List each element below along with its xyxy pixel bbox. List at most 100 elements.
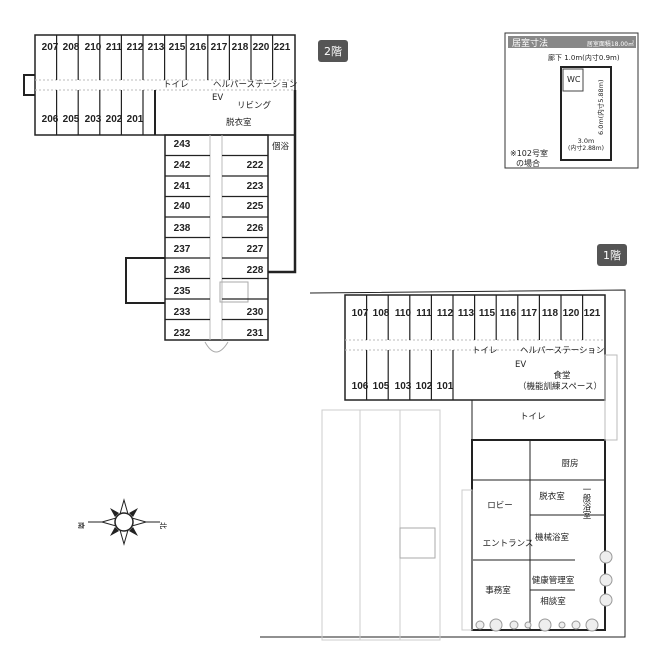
trees [55, 35, 613, 632]
room-numbers: 207 208 210 211 212 213 215 216 217 218 220 221 206 2… [42, 42, 601, 392]
f2-room-211: 211 [106, 42, 123, 53]
f1-dining-label: 食堂 [553, 370, 570, 381]
f1-room-121: 121 [584, 308, 601, 319]
f2-room-231: 231 [247, 328, 264, 339]
floor1-plan [260, 289, 626, 641]
f2-room-240: 240 [174, 201, 191, 212]
f2-room-215: 215 [169, 42, 186, 53]
f2-room-218: 218 [232, 42, 249, 53]
f2-room-221: 221 [274, 42, 291, 53]
f1-room-105: 105 [373, 381, 390, 392]
f2-living-label: リビング [237, 100, 272, 111]
f1-machine-bath-label: 機械浴室 [535, 532, 570, 543]
f2-room-222: 222 [247, 160, 264, 171]
f2-room-232: 232 [174, 328, 191, 339]
tree-icon [538, 618, 552, 632]
f2-room-207: 207 [42, 42, 59, 53]
room-dims-corridor: 廊下 1.0m(内寸0.9m) [548, 53, 620, 62]
f2-room-230: 230 [247, 307, 264, 318]
f2-room-206: 206 [42, 114, 59, 125]
f2-room-225: 225 [247, 201, 264, 212]
tree-icon [585, 618, 599, 632]
f1-toilet-label: トイレ [472, 346, 498, 356]
room-dims-note1: ※102号室 [510, 148, 548, 158]
tree-icon [558, 621, 566, 629]
tree-icon [509, 620, 519, 630]
room-dims-width: 3.0m [578, 137, 595, 145]
f1-general-bath-label: 一般浴室 [581, 485, 591, 519]
f1-room-120: 120 [563, 308, 580, 319]
compass-north-label: 北 [159, 522, 167, 529]
tree-icon [524, 621, 532, 629]
f2-room-202: 202 [106, 114, 123, 125]
tree-icon [489, 618, 503, 632]
f2-room-205: 205 [63, 114, 80, 125]
compass-icon: 南 北 [77, 498, 167, 546]
f2-room-237: 237 [174, 244, 191, 255]
f2-room-233: 233 [174, 307, 191, 318]
f2-room-235: 235 [174, 286, 191, 297]
room-dimensions-box: 居室寸法 居室面積18.00㎡ 廊下 1.0m(内寸0.9m) WC 6.0m(… [504, 32, 639, 169]
f1-room-112: 112 [437, 308, 454, 319]
tree-icon [599, 573, 613, 587]
f1-lobby-label: ロビー [487, 501, 513, 511]
f2-room-208: 208 [63, 42, 80, 53]
f1-toilet2-label: トイレ [520, 412, 546, 422]
f2-room-241: 241 [174, 181, 191, 192]
f1-office-label: 事務室 [485, 585, 511, 596]
f1-dining-sub-label: （機能訓練スペース） [518, 381, 602, 392]
floor2-badge: 2階 [318, 40, 348, 62]
floor1-labels: トイレ ヘルパーステーション EV 食堂 （機能訓練スペース） トイレ 厨房 ロ… [472, 346, 604, 607]
floor1-badge: 1階 [597, 244, 627, 266]
room-dims-area: 居室面積18.00㎡ [587, 40, 634, 48]
f2-room-216: 216 [190, 42, 207, 53]
f1-room-108: 108 [373, 308, 390, 319]
f1-room-116: 116 [500, 308, 517, 319]
f2-ev-label: EV [212, 93, 223, 103]
f1-room-117: 117 [521, 308, 538, 319]
f2-room-212: 212 [127, 42, 144, 53]
f1-entrance-label: エントランス [483, 539, 534, 549]
f2-room-220: 220 [253, 42, 270, 53]
f1-health-label: 健康管理室 [532, 575, 575, 586]
f1-room-118: 118 [542, 308, 559, 319]
f1-helper-station-label: ヘルパーステーション [520, 346, 604, 356]
f2-room-236: 236 [174, 265, 191, 276]
compass-south-label: 南 [77, 522, 86, 529]
f2-room-201: 201 [127, 114, 144, 125]
tree-icon [599, 593, 613, 607]
f2-room-203: 203 [85, 114, 102, 125]
f1-room-110: 110 [395, 308, 412, 319]
f2-dressing-label: 脱衣室 [226, 117, 252, 128]
room-dims-note2: の場合 [516, 158, 540, 168]
f2-room-210: 210 [85, 42, 102, 53]
f2-room-238: 238 [174, 223, 191, 234]
f1-room-113: 113 [458, 308, 475, 319]
room-dims-width-inner: (内寸2.88m) [568, 144, 604, 152]
f1-room-101: 101 [437, 381, 454, 392]
tree-icon [475, 620, 485, 630]
f2-room-227: 227 [247, 244, 264, 255]
f2-toilet-label: トイレ [163, 80, 189, 90]
f1-consult-label: 相談室 [540, 596, 566, 607]
f2-room-228: 228 [247, 265, 264, 276]
f1-kitchen-label: 厨房 [561, 458, 578, 469]
tree-icon [571, 620, 581, 630]
f2-room-226: 226 [247, 223, 264, 234]
f1-room-107: 107 [352, 308, 369, 319]
f1-room-103: 103 [395, 381, 412, 392]
f1-room-111: 111 [416, 308, 432, 319]
f1-room-106: 106 [352, 381, 369, 392]
f2-room-243: 243 [174, 139, 191, 150]
f2-room-223: 223 [247, 181, 264, 192]
f1-room-115: 115 [479, 308, 496, 319]
f1-dressing-label: 脱衣室 [539, 491, 565, 502]
floor2-labels: トイレ ヘルパーステーション EV リビング 脱衣室 個浴 [163, 80, 297, 152]
room-dims-wc: WC [567, 75, 581, 84]
room-dims-title: 居室寸法 [512, 37, 548, 49]
f2-room-217: 217 [211, 42, 228, 53]
f1-ev-label: EV [515, 360, 526, 370]
f2-room-213: 213 [148, 42, 165, 53]
tree-icon [599, 550, 613, 564]
